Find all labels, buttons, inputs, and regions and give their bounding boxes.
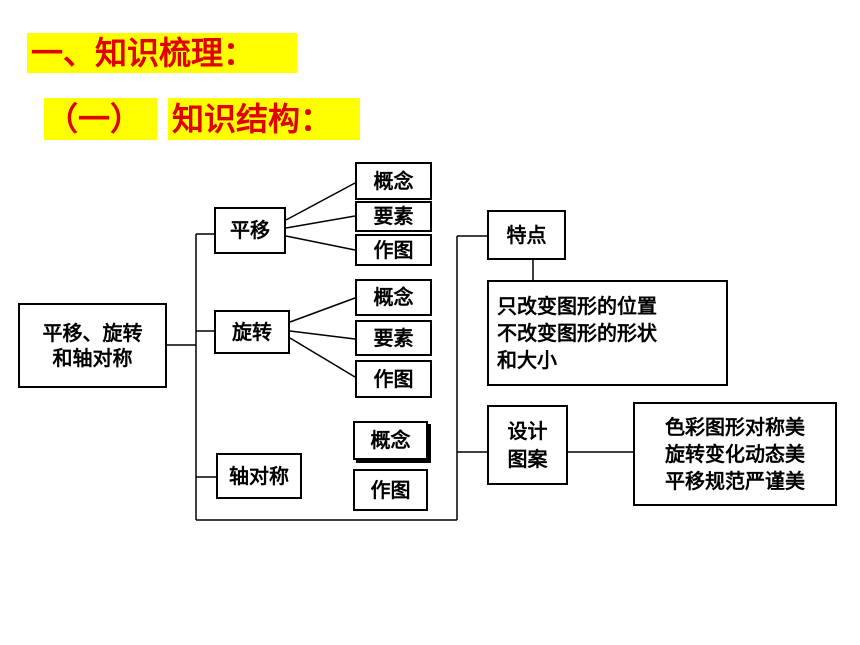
translation-elements-node: 要素 xyxy=(355,201,432,232)
section-title: 一、知识梳理： xyxy=(27,33,297,73)
translation-concept-node: 概念 xyxy=(355,162,432,200)
rotation-elements-node: 要素 xyxy=(355,320,432,356)
design-pattern-node: 设计 图案 xyxy=(487,405,568,485)
translation-drawing-node: 作图 xyxy=(355,234,432,266)
axial-symmetry-node: 轴对称 xyxy=(216,453,302,499)
rotation-node: 旋转 xyxy=(214,310,290,354)
subsection-number: （一） xyxy=(44,98,157,140)
features-description: 只改变图形的位置 不改变图形的形状 和大小 xyxy=(487,280,728,386)
subsection-title: 知识结构： xyxy=(168,98,360,140)
rotation-drawing-node: 作图 xyxy=(355,360,432,398)
root-node: 平移、旋转 和轴对称 xyxy=(18,303,167,388)
translation-node: 平移 xyxy=(214,207,286,254)
rotation-concept-node: 概念 xyxy=(355,279,432,316)
design-description: 色彩图形对称美 旋转变化动态美 平移规范严谨美 xyxy=(633,402,837,506)
symmetry-drawing-node: 作图 xyxy=(353,469,428,511)
features-node: 特点 xyxy=(487,210,566,260)
symmetry-concept-node: 概念 xyxy=(353,421,428,460)
